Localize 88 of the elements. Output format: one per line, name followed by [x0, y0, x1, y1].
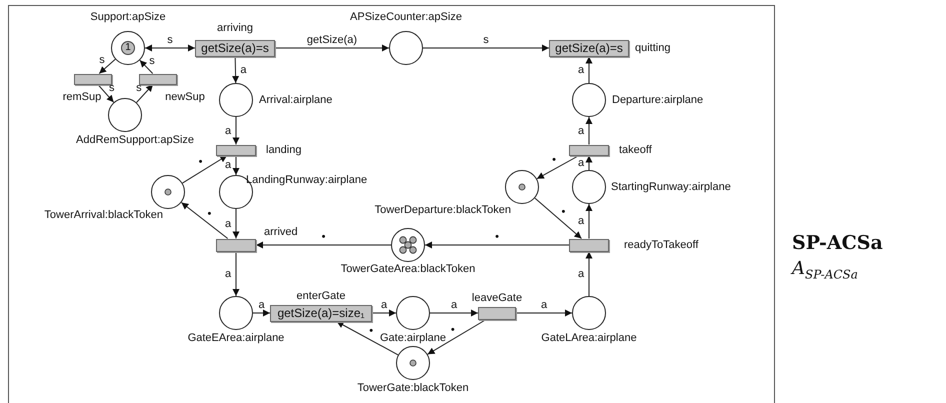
arc-arrow — [139, 60, 154, 74]
arc-arrow — [232, 116, 240, 145]
arc-arrow — [536, 155, 580, 180]
model-symbol: A$_{SP-ACSa}$ — [792, 258, 858, 282]
arc-label: s — [167, 34, 173, 46]
place-name: Support:apSize — [90, 10, 166, 24]
arc-arrow — [180, 202, 228, 239]
place-name: GateLArea:airplane — [541, 332, 637, 344]
arc-label: • — [561, 206, 566, 218]
transition-name: remSup — [62, 90, 102, 104]
arc-arrow — [516, 310, 572, 316]
place-name: TowerGateArea:blackToken — [340, 262, 476, 276]
transition-name: quitting — [635, 42, 670, 54]
arc-label: a — [578, 156, 584, 169]
arc-arrow — [430, 310, 478, 316]
arc-label: a — [258, 299, 265, 311]
arc-arrow — [232, 208, 240, 239]
arc-label: a — [578, 215, 584, 228]
arc-label: a — [240, 64, 246, 76]
arc-label: s — [149, 55, 155, 68]
transition-name: arriving — [216, 22, 254, 34]
arc-label: • — [369, 325, 374, 338]
arc-arrow — [144, 44, 196, 52]
arc-arrow — [586, 204, 592, 239]
model-name: SP-ACSa — [792, 232, 883, 254]
arc-arrow — [252, 310, 270, 316]
arc-label: • — [450, 324, 455, 336]
arc-arrow — [232, 251, 240, 296]
arc-label: • — [552, 154, 556, 166]
arc-label: a — [450, 299, 458, 311]
arc-label: a — [578, 124, 584, 137]
arc-label: s — [99, 54, 105, 66]
transition-name: enterGate — [296, 290, 346, 302]
arc-label: a — [578, 268, 584, 280]
place-name: GateEArea:airplane — [188, 332, 284, 344]
arc-label: a — [224, 159, 232, 172]
arc-arrow — [586, 116, 592, 145]
arc-label: • — [322, 231, 326, 243]
arc-arrow — [427, 319, 487, 355]
arc-arrow — [232, 155, 240, 176]
place-name: TowerArrival:blackToken — [44, 208, 163, 222]
arc-label: a — [224, 124, 232, 137]
arc-label: a — [380, 299, 388, 311]
arc-arrow — [256, 242, 392, 248]
place-name: StartingRunway:airplane — [611, 180, 731, 194]
transition-name: leaveGate — [472, 292, 522, 304]
arc-arrow — [586, 56, 592, 84]
arc-arrow — [182, 155, 228, 184]
arc-arrow — [372, 310, 396, 316]
arc-arrow — [586, 155, 592, 170]
arc-arrow — [232, 56, 240, 84]
arc-arrow — [586, 251, 592, 296]
token-count: 1 — [121, 41, 135, 55]
transition-name: readyToTakeoff — [624, 238, 698, 252]
transition-name: arrived — [264, 226, 298, 238]
arc-arrow — [336, 321, 399, 356]
place-name: APSizeCounter:apSize — [350, 10, 462, 24]
arc-arrow — [136, 84, 154, 103]
transition-name: newSup — [165, 90, 205, 104]
place-name: Departure:airplane — [612, 94, 704, 106]
transition-name: landing — [266, 144, 302, 156]
arc-arrow — [422, 44, 550, 52]
place-name: TowerDeparture:blackToken — [374, 204, 511, 216]
arc-label: a — [224, 268, 232, 280]
place-name: TowerGate:blackToken — [357, 382, 469, 394]
arc-label: • — [198, 156, 202, 168]
arc-label: a — [540, 299, 548, 311]
guard-text: getSize(a)=s — [555, 41, 623, 55]
arc-label: a — [578, 64, 584, 76]
arc-arrow — [424, 242, 570, 248]
arc-label: s — [136, 82, 142, 94]
guard-text: getSize(a)=size₁ — [277, 306, 365, 320]
place-name: Gate:airplane — [380, 332, 446, 344]
arc-label: a — [224, 218, 232, 230]
place-name: LandingRunway:airplane — [246, 174, 368, 186]
arc-label: s — [483, 34, 489, 46]
arc-arrow — [98, 58, 116, 74]
arc-arrow — [534, 198, 582, 239]
arc-arrow — [274, 44, 390, 52]
place-name: Arrival:airplane — [259, 94, 332, 106]
transition-name: takeoff — [619, 144, 652, 156]
arc-label: • — [495, 231, 499, 243]
place-name: AddRemSupport:apSize — [76, 134, 194, 146]
arc-label: getSize(a) — [306, 34, 358, 46]
arc-label: • — [208, 208, 212, 220]
arc-arrow — [97, 84, 114, 103]
guard-text: getSize(a)=s — [201, 41, 269, 55]
arc-label: s — [109, 82, 115, 94]
